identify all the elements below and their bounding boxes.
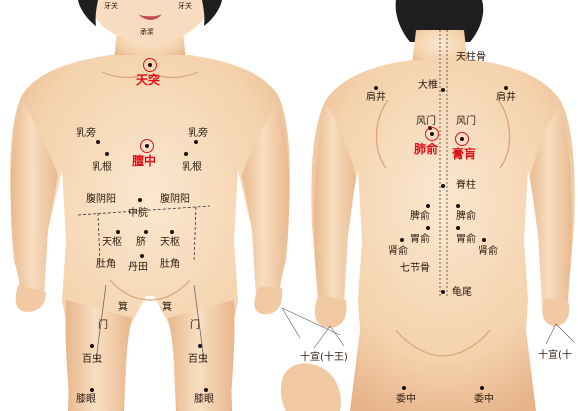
label-shixuan-right: 十宣(十 bbox=[538, 350, 572, 361]
label-danzhong: 膻中 bbox=[132, 155, 156, 168]
label-feishu: 肺俞 bbox=[414, 143, 438, 156]
label-fengmen-right: 风门 bbox=[456, 116, 476, 127]
point-shenshu-left bbox=[400, 238, 404, 242]
point-jianjing-left bbox=[374, 86, 378, 90]
label-rupang-left: 乳旁 bbox=[76, 128, 96, 139]
label-dazhui: 大椎 bbox=[418, 80, 438, 91]
label-baichong-right: 百虫 bbox=[188, 354, 208, 365]
point-navel bbox=[144, 230, 148, 234]
label-jianjing-left: 肩井 bbox=[366, 92, 386, 103]
point-gaohuang bbox=[455, 132, 469, 146]
label-tianshu-right: 天枢 bbox=[160, 237, 180, 248]
point-xiyan-left bbox=[90, 388, 94, 392]
label-dujiao-left: 肚角 bbox=[96, 259, 116, 270]
label-rupang-right: 乳旁 bbox=[188, 128, 208, 139]
label-shixuan-left: 十宣(十王) bbox=[300, 352, 348, 363]
label-dujiao-right: 肚角 bbox=[160, 259, 180, 270]
point-shenshu-right bbox=[482, 238, 486, 242]
point-fuyinyang-center bbox=[138, 198, 142, 202]
label-guiwei: 龟尾 bbox=[452, 287, 472, 298]
label-rugen-left: 乳根 bbox=[92, 162, 112, 173]
label-jizhu: 脊柱 bbox=[456, 180, 476, 191]
point-dantian bbox=[140, 254, 144, 258]
label-weishu-right: 胃俞 bbox=[456, 234, 476, 245]
point-weishu-left bbox=[426, 226, 430, 230]
label-fengmen-left: 风门 bbox=[416, 116, 436, 127]
point-weizhong-right bbox=[480, 386, 484, 390]
label-xiyan-right: 膝眼 bbox=[194, 394, 214, 405]
label-baichong-left: 百虫 bbox=[82, 354, 102, 365]
label-pishu-right: 脾俞 bbox=[456, 211, 476, 222]
point-feishu bbox=[425, 127, 439, 141]
point-xiyan-right bbox=[204, 388, 208, 392]
label-navel: 脐 bbox=[136, 237, 146, 248]
point-rupang-left bbox=[96, 140, 100, 144]
label-tiantu: 天突 bbox=[136, 74, 160, 87]
label-pishu-left: 脾俞 bbox=[410, 211, 430, 222]
point-tianshu-left bbox=[116, 230, 120, 234]
point-pishu-left bbox=[426, 204, 430, 208]
label-zhongwan: 中脘 bbox=[128, 208, 148, 219]
point-rupang-right bbox=[194, 140, 198, 144]
label-rugen-right: 乳根 bbox=[182, 162, 202, 173]
label-weizhong-left: 委中 bbox=[396, 394, 416, 405]
point-baichong-right bbox=[198, 344, 202, 348]
label-ji-left: 箕 bbox=[118, 302, 128, 313]
point-tiantu bbox=[143, 58, 157, 72]
label-jianjing-right: 肩井 bbox=[496, 92, 516, 103]
point-weizhong-left bbox=[402, 386, 406, 390]
label-men-left: 门 bbox=[98, 320, 108, 331]
label-tianzhugu: 天柱骨 bbox=[456, 52, 486, 63]
label-weishu-left: 胃俞 bbox=[410, 234, 430, 245]
label-yaguan-right: 牙关 bbox=[178, 2, 192, 10]
point-jianjing-right bbox=[504, 86, 508, 90]
label-fuyinyang-left: 腹阴阳 bbox=[86, 194, 116, 205]
point-rugen-left bbox=[105, 152, 109, 156]
point-tianshu-right bbox=[170, 230, 174, 234]
point-pishu-right bbox=[456, 204, 460, 208]
label-yaguan-left: 牙关 bbox=[104, 2, 118, 10]
label-qijiegu: 七节骨 bbox=[400, 263, 430, 274]
label-dantian: 丹田 bbox=[128, 262, 148, 273]
point-jizhu bbox=[441, 184, 445, 188]
label-ji-right: 箕 bbox=[162, 302, 172, 313]
label-weizhong-right: 委中 bbox=[474, 394, 494, 405]
label-chengjiang: 承浆 bbox=[140, 28, 154, 36]
point-dazhui bbox=[441, 88, 445, 92]
point-danzhong bbox=[140, 139, 154, 153]
label-xiyan-left: 膝眼 bbox=[76, 394, 96, 405]
label-fuyinyang-right: 腹阴阳 bbox=[160, 194, 190, 205]
point-rugen-right bbox=[184, 152, 188, 156]
point-guiwei bbox=[441, 290, 445, 294]
label-shenshu-left: 肾俞 bbox=[388, 246, 408, 257]
label-men-right: 门 bbox=[190, 320, 200, 331]
label-gaohuang: 膏肓 bbox=[452, 148, 476, 161]
front-figure bbox=[10, 0, 340, 411]
point-weishu-right bbox=[456, 226, 460, 230]
label-tianshu-left: 天枢 bbox=[102, 237, 122, 248]
point-baichong-left bbox=[90, 344, 94, 348]
label-shenshu-right: 肾俞 bbox=[478, 246, 498, 257]
